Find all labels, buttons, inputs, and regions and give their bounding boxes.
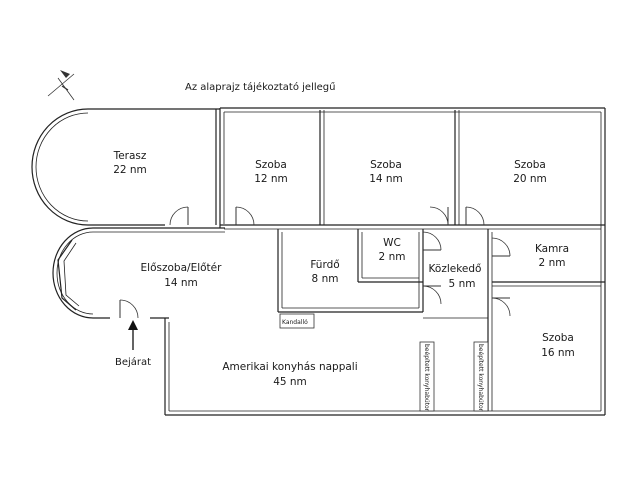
room-terasz-area: 22 nm (113, 164, 147, 176)
fireplace: Kandalló (279, 313, 315, 329)
kitchen-cabinet-1: beépített konyhabútor (419, 341, 435, 412)
disclaimer-note: Az alaprajz tájékoztató jellegű (185, 81, 335, 93)
room-eloszoba-area: 14 nm (164, 277, 198, 289)
room-eloszoba-name: Előszoba/Előtér (141, 262, 223, 274)
arrow-up-icon (128, 320, 138, 350)
room-szoba-2-area: 14 nm (369, 173, 403, 185)
room-szoba-2-name: Szoba (370, 159, 402, 171)
room-szoba-1-name: Szoba (255, 159, 287, 171)
kitchen-cabinet-1-label: beépített konyhabútor (423, 344, 430, 412)
doors (119, 206, 511, 319)
room-szoba-3-name: Szoba (514, 159, 546, 171)
room-furdo-area: 8 nm (312, 273, 339, 285)
room-furdo-name: Fürdő (310, 259, 339, 271)
fireplace-label: Kandalló (282, 319, 308, 326)
room-szoba-4-name: Szoba (542, 332, 574, 344)
outer-walls (31, 107, 606, 416)
room-wc-name: WC (383, 237, 401, 249)
room-wc-area: 2 nm (379, 251, 406, 263)
kitchen-cabinet-2-label: beépített konyhabútor (477, 344, 484, 412)
entrance-label: Bejárat (115, 356, 151, 368)
room-kamra-area: 2 nm (539, 257, 566, 269)
room-kozlekedo-name: Közlekedő (429, 263, 482, 275)
room-nappali-name: Amerikai konyhás nappali (222, 361, 357, 373)
room-kozlekedo-area: 5 nm (449, 278, 476, 290)
kitchen-cabinet-2: beépített konyhabútor (473, 341, 489, 412)
room-kamra-name: Kamra (535, 243, 569, 255)
room-nappali-area: 45 nm (273, 376, 307, 388)
room-terasz-name: Terasz (113, 150, 147, 162)
north-arrow-icon (47, 70, 75, 101)
entrance-hall-walls (52, 227, 225, 319)
room-szoba-1-area: 12 nm (254, 173, 288, 185)
room-szoba-3-area: 20 nm (513, 173, 547, 185)
room-szoba-4-area: 16 nm (541, 347, 575, 359)
